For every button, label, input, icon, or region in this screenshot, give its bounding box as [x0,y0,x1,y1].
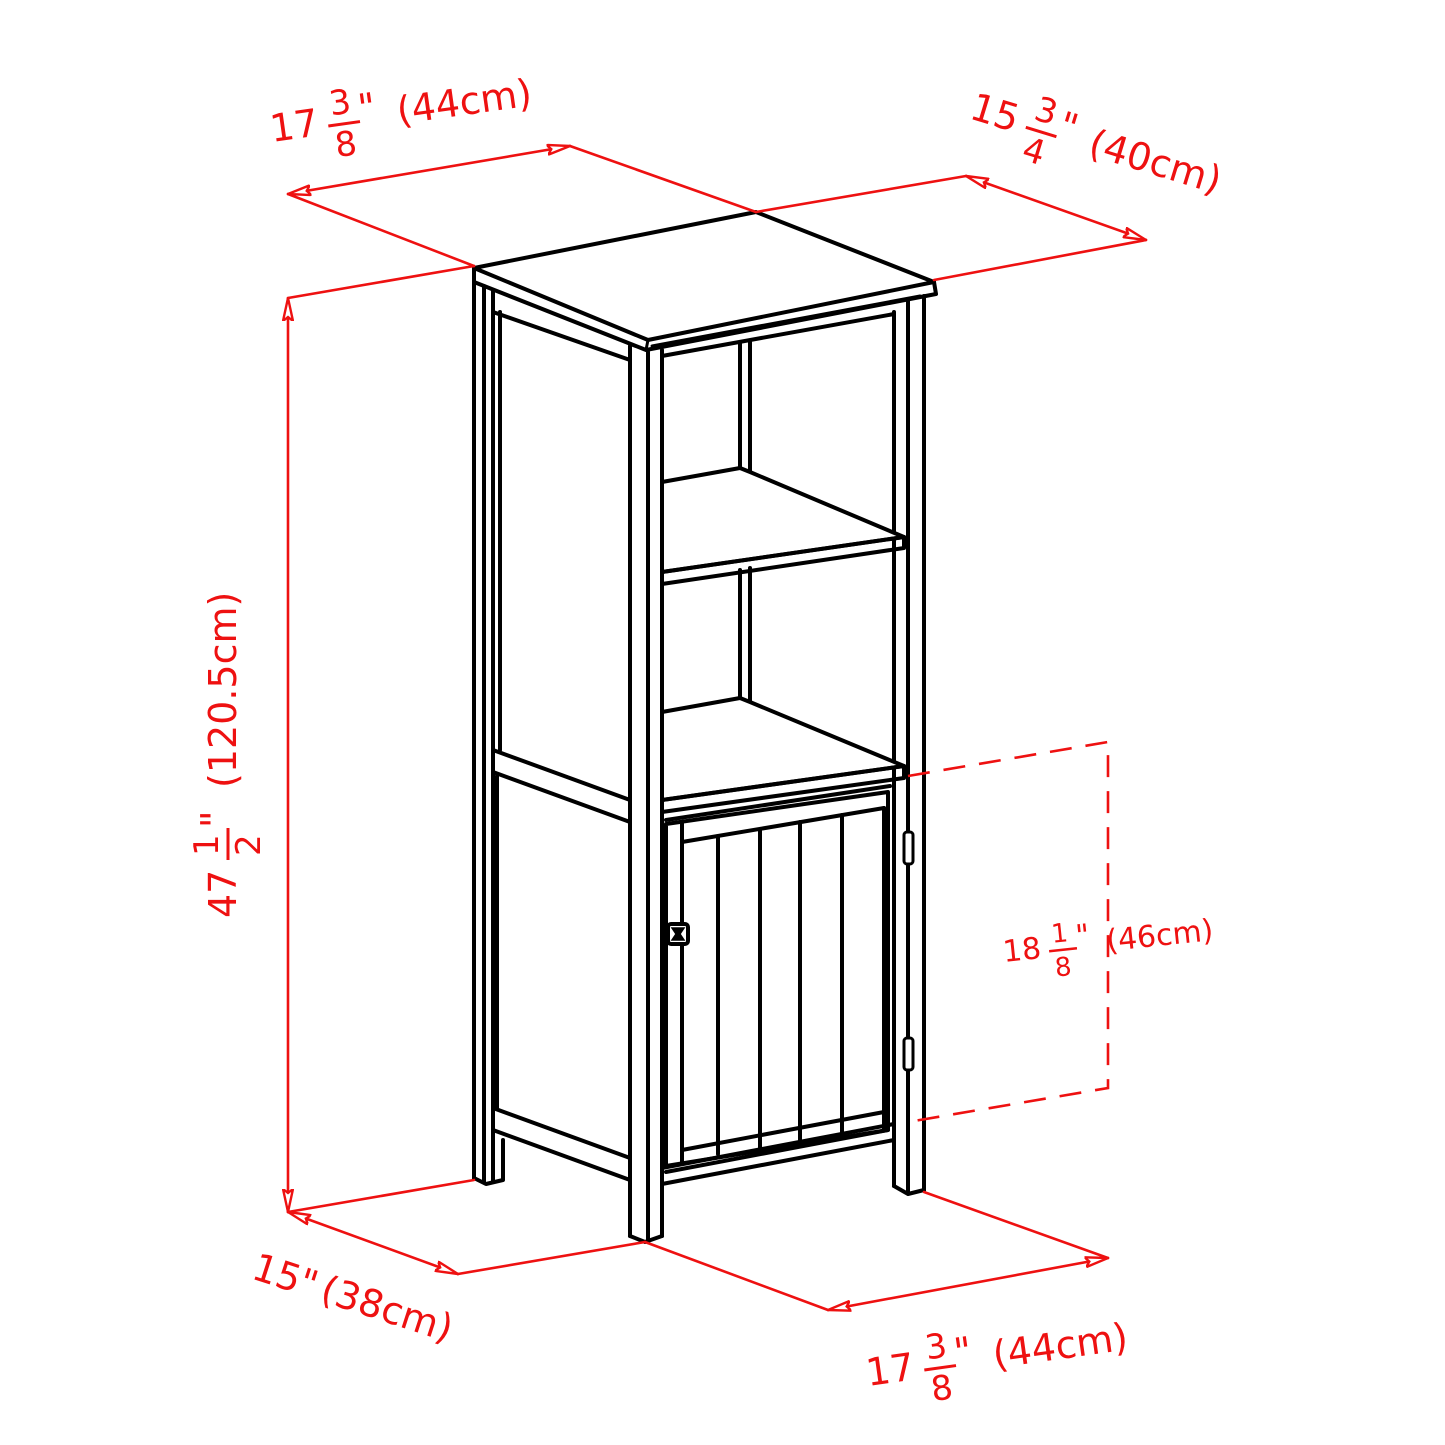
label-height: 47 1 2 " (120.5cm) [187,592,269,918]
base-depth-arrow [286,1210,460,1276]
svg-text:17: 17 [267,101,321,151]
svg-text:(46cm): (46cm) [1105,913,1215,959]
svg-text:(40cm): (40cm) [1084,121,1227,203]
middle-shelf [660,466,906,586]
left-side-panel [491,290,632,1182]
right-back-post [738,340,752,704]
svg-text:47: 47 [201,870,245,918]
svg-text:(44cm): (44cm) [394,71,535,133]
svg-text:1: 1 [187,834,227,856]
svg-text:18: 18 [1001,931,1043,970]
svg-text:2: 2 [229,834,269,856]
top-apron [660,312,896,358]
svg-text:15: 15 [965,85,1024,141]
top-width-arrow [286,146,572,194]
svg-text:(44cm): (44cm) [990,1315,1131,1377]
svg-text:1: 1 [1050,918,1070,950]
svg-text:": " [1074,918,1091,954]
svg-text:8: 8 [332,123,359,166]
door-knob-icon [666,922,690,946]
cabinet-top [472,210,938,352]
top-depth-arrow [964,174,1148,242]
door-hinge-upper [902,830,915,866]
svg-text:8: 8 [1053,952,1073,984]
label-top-depth: 15 3 4 " (40cm) [965,85,1227,203]
cabinet-drawing [472,210,938,1244]
bottom-stretcher [660,1122,896,1186]
svg-text:(120.5cm): (120.5cm) [201,592,245,788]
svg-text:4: 4 [1018,129,1050,174]
svg-text:": " [1054,103,1084,150]
label-top-width: 17 3 8 " (44cm) [267,71,535,166]
svg-text:3: 3 [1030,89,1062,134]
label-base-depth: 15" (38cm) [247,1245,458,1351]
svg-text:17: 17 [863,1345,917,1395]
base-width-arrow [826,1258,1110,1310]
dimension-lines [286,146,1148,1310]
svg-text:15": 15" [247,1245,323,1307]
front-left-post [628,344,664,1244]
cabinet-door [664,790,915,1168]
svg-text:": " [355,84,378,130]
door-height-bracket [907,740,1110,1124]
svg-text:(38cm): (38cm) [316,1267,459,1351]
svg-text:8: 8 [928,1367,955,1410]
label-base-width: 17 3 8 " (44cm) [863,1315,1131,1410]
door-hinge-lower [902,1036,915,1072]
svg-text:3: 3 [327,82,354,125]
svg-text:": " [193,811,237,828]
lower-shelf [660,696,906,822]
left-back-post [472,280,505,1186]
svg-text:3: 3 [923,1326,950,1369]
svg-text:": " [951,1328,974,1374]
